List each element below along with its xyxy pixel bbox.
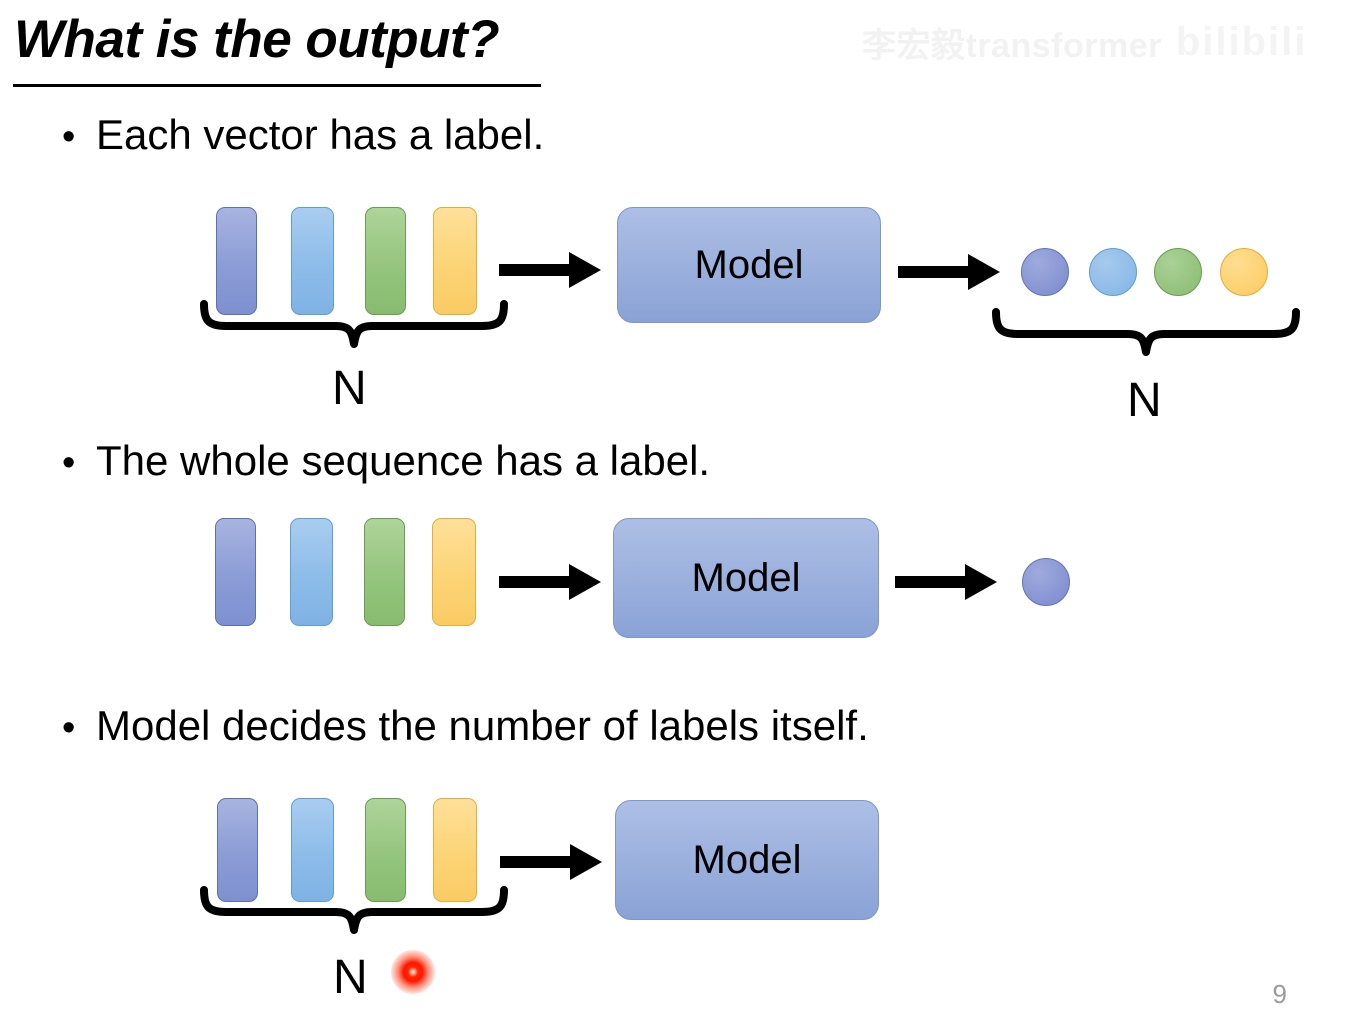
bullet-item-3: • Model decides the number of labels its… (62, 702, 869, 749)
model-box-row-1: Model (617, 207, 881, 323)
input-vector-2 (290, 518, 333, 626)
arrow-input-to-model-row-1 (499, 252, 601, 288)
input-vector-1 (217, 798, 258, 902)
input-vector-3 (365, 207, 406, 315)
output-label-4 (1220, 248, 1268, 296)
watermark-text: 李宏毅transformer (862, 27, 1162, 65)
input-brace-label-row-3: N (333, 951, 368, 1004)
output-brace-label-row-1: N (1127, 374, 1162, 427)
laser-pointer-dot (391, 950, 435, 994)
output-label-1 (1021, 248, 1069, 296)
model-box-row-3: Model (615, 800, 879, 920)
bullet-text-2: The whole sequence has a label. (96, 437, 711, 484)
bullet-item-2: • The whole sequence has a label. (62, 437, 711, 484)
arrow-input-to-model-row-3 (500, 844, 602, 880)
arrow-input-to-model-row-2 (499, 564, 601, 600)
input-brace-label-row-1: N (332, 362, 367, 415)
input-vector-4 (433, 798, 477, 902)
bilibili-logo-icon: bilibili (1175, 20, 1308, 64)
model-box-row-2: Model (613, 518, 879, 638)
input-vector-1 (215, 518, 256, 626)
input-vector-2 (291, 798, 334, 902)
model-box-label-row-3: Model (692, 837, 802, 882)
bullet-marker-icon: • (62, 116, 76, 158)
input-brace-row-1 (200, 300, 508, 348)
bullet-marker-icon: • (62, 442, 76, 484)
bullet-text-1: Each vector has a label. (96, 111, 545, 158)
output-brace-row-1 (992, 308, 1300, 356)
output-label-3 (1154, 248, 1202, 296)
arrow-model-to-output-row-2 (895, 564, 997, 600)
input-vector-3 (364, 518, 405, 626)
arrow-model-to-output-row-1 (898, 254, 1000, 290)
input-vector-1 (216, 207, 257, 315)
input-brace-row-3 (200, 886, 508, 934)
input-vector-4 (432, 518, 476, 626)
bullet-text-3: Model decides the number of labels itsel… (96, 702, 869, 749)
output-label-2 (1089, 248, 1137, 296)
model-box-label-row-2: Model (691, 555, 801, 600)
input-vector-4 (433, 207, 477, 315)
input-vector-3 (365, 798, 406, 902)
output-label-single-row-2 (1022, 558, 1070, 606)
page-number: 9 (1272, 979, 1287, 1009)
watermark: 李宏毅transformer bilibili (862, 18, 1307, 67)
model-box-label-row-1: Model (694, 242, 804, 287)
bullet-marker-icon: • (62, 707, 76, 749)
bullet-item-1: • Each vector has a label. (62, 111, 545, 158)
page-title: What is the output? (14, 10, 500, 69)
input-vector-2 (291, 207, 334, 315)
title-underline (13, 84, 541, 87)
